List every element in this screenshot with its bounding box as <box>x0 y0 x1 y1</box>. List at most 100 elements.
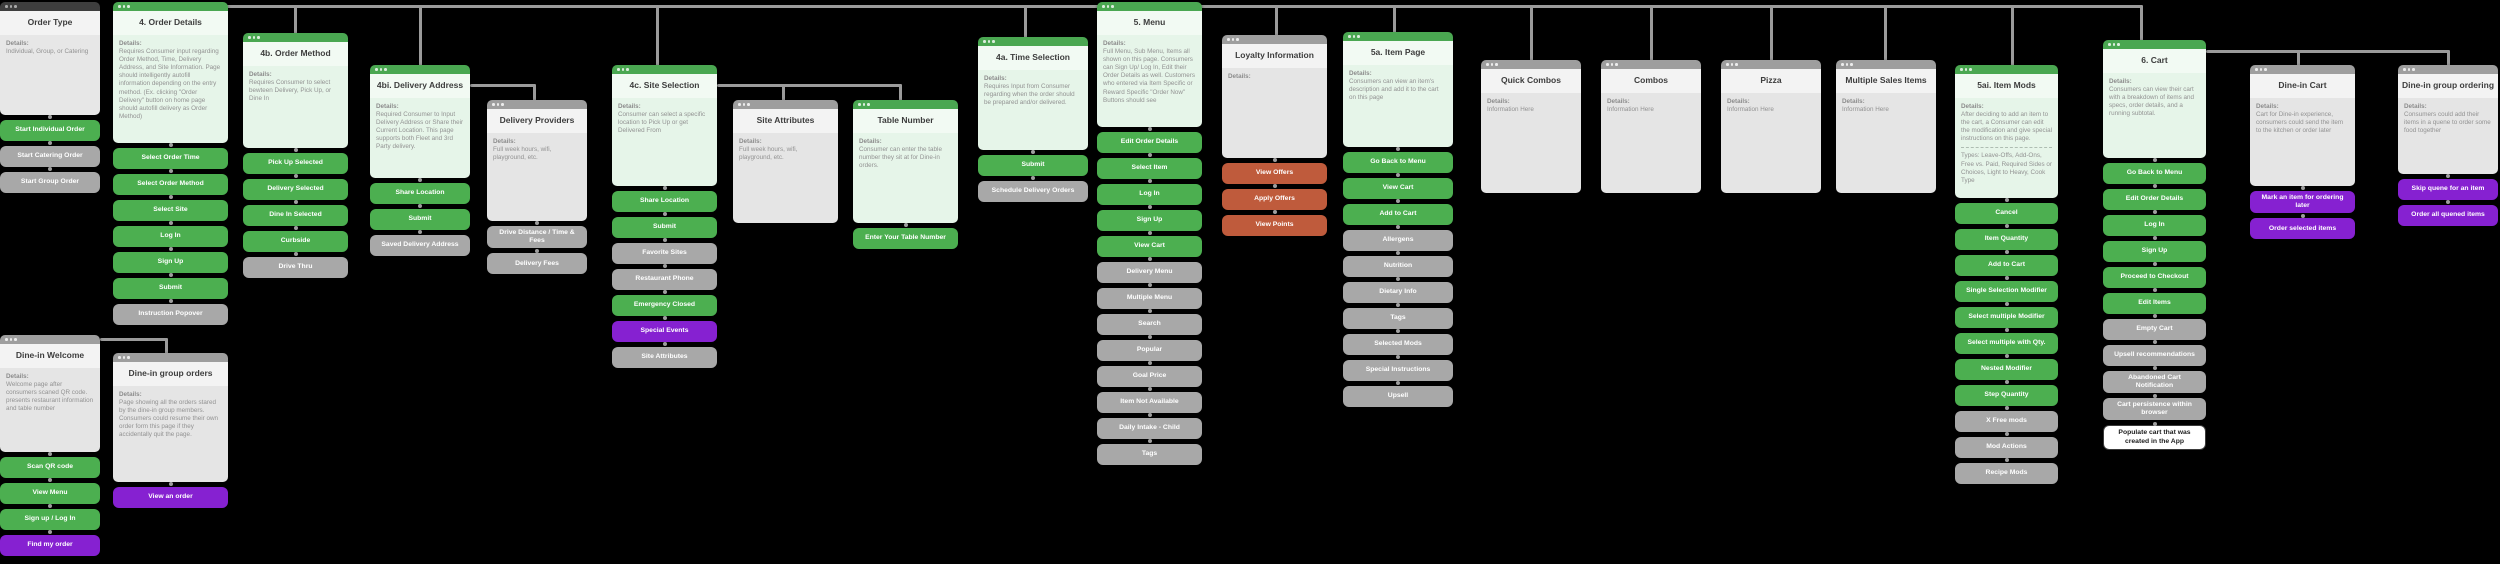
button-sign-up[interactable]: Sign Up <box>1097 209 1202 231</box>
button-popular[interactable]: Popular <box>1097 339 1202 361</box>
button-restaurant-phone[interactable]: Restaurant Phone <box>612 268 717 290</box>
button-search[interactable]: Search <box>1097 313 1202 335</box>
button-schedule-delivery-orders[interactable]: Schedule Delivery Orders <box>978 180 1088 202</box>
window-dot-icon <box>118 356 121 359</box>
button-emergency-closed[interactable]: Emergency Closed <box>612 294 717 316</box>
button-start-catering-order[interactable]: Start Catering Order <box>0 145 100 167</box>
button-edit-order-details[interactable]: Edit Order Details <box>1097 131 1202 153</box>
button-proceed-to-checkout[interactable]: Proceed to Checkout <box>2103 266 2206 288</box>
button-pick-up-selected[interactable]: Pick Up Selected <box>243 152 348 174</box>
button-select-order-method[interactable]: Select Order Method <box>113 173 228 195</box>
button-select-order-time[interactable]: Select Order Time <box>113 147 228 169</box>
button-drive-distance-time-fees[interactable]: Drive Distance / Time & Fees <box>487 225 587 249</box>
card-details: Details:Information Here <box>1601 92 1701 193</box>
button-single-selection-modifier[interactable]: Single Selection Modifier <box>1955 280 2058 302</box>
button-cancel[interactable]: Cancel <box>1955 202 2058 224</box>
button-recipe-mods[interactable]: Recipe Mods <box>1955 462 2058 484</box>
button-view-points[interactable]: View Points <box>1222 214 1327 236</box>
button-go-back-to-menu[interactable]: Go Back to Menu <box>1343 151 1453 173</box>
button-item-quantity[interactable]: Item Quantity <box>1955 228 2058 250</box>
button-delivery-selected[interactable]: Delivery Selected <box>243 178 348 200</box>
button-select-item[interactable]: Select Item <box>1097 157 1202 179</box>
button-sign-up[interactable]: Sign Up <box>2103 240 2206 262</box>
button-view-an-order[interactable]: View an order <box>113 486 228 508</box>
button-empty-cart[interactable]: Empty Cart <box>2103 318 2206 340</box>
card-details: Details:After deciding to add an item to… <box>1955 97 2058 198</box>
button-share-location[interactable]: Share Location <box>612 190 717 212</box>
button-cart-persistence-within-browser[interactable]: Cart persistence within browser <box>2103 398 2206 421</box>
button-sign-up[interactable]: Sign Up <box>113 251 228 273</box>
button-sign-up-log-in[interactable]: Sign up / Log In <box>0 508 100 530</box>
button-submit[interactable]: Submit <box>370 208 470 230</box>
details-label: Details: <box>6 372 29 380</box>
button-enter-your-table-number[interactable]: Enter Your Table Number <box>853 227 958 249</box>
button-order-all-quened-items[interactable]: Order all quened items <box>2398 204 2498 226</box>
button-daily-intake-child[interactable]: Daily Intake - Child <box>1097 417 1202 439</box>
button-log-in[interactable]: Log In <box>113 225 228 247</box>
button-select-site[interactable]: Select Site <box>113 199 228 221</box>
button-dine-in-selected[interactable]: Dine In Selected <box>243 204 348 226</box>
button-view-cart[interactable]: View Cart <box>1097 235 1202 257</box>
button-select-multiple-with-qty[interactable]: Select multiple with Qty. <box>1955 332 2058 354</box>
button-goal-price[interactable]: Goal Price <box>1097 365 1202 387</box>
button-log-in[interactable]: Log In <box>2103 214 2206 236</box>
button-special-events[interactable]: Special Events <box>612 320 717 342</box>
button-submit[interactable]: Submit <box>113 277 228 299</box>
button-view-cart[interactable]: View Cart <box>1343 177 1453 199</box>
button-favorite-sites[interactable]: Favorite Sites <box>612 242 717 264</box>
button-multiple-menu[interactable]: Multiple Menu <box>1097 287 1202 309</box>
button-start-individual-order[interactable]: Start Individual Order <box>0 119 100 141</box>
button-item-not-available[interactable]: Item Not Available <box>1097 391 1202 413</box>
button-instruction-popover[interactable]: Instruction Popover <box>113 303 228 325</box>
button-view-offers[interactable]: View Offers <box>1222 162 1327 184</box>
button-tags[interactable]: Tags <box>1343 307 1453 329</box>
button-share-location[interactable]: Share Location <box>370 182 470 204</box>
button-dietary-info[interactable]: Dietary Info <box>1343 281 1453 303</box>
button-nested-modifier[interactable]: Nested Modifier <box>1955 358 2058 380</box>
card-title: 5ai. Item Mods <box>1955 74 2058 98</box>
button-edit-order-details[interactable]: Edit Order Details <box>2103 188 2206 210</box>
button-abandoned-cart-notification[interactable]: Abandoned Cart Notification <box>2103 370 2206 394</box>
card-title: Delivery Providers <box>487 109 587 133</box>
button-allergens[interactable]: Allergens <box>1343 229 1453 251</box>
button-delivery-menu[interactable]: Delivery Menu <box>1097 261 1202 283</box>
button-submit[interactable]: Submit <box>978 154 1088 176</box>
button-find-my-order[interactable]: Find my order <box>0 534 100 556</box>
button-submit[interactable]: Submit <box>612 216 717 238</box>
card-details: Details:Page showing all the orders star… <box>113 385 228 482</box>
button-tags[interactable]: Tags <box>1097 443 1202 465</box>
button-saved-delivery-address[interactable]: Saved Delivery Address <box>370 234 470 256</box>
button-populate-cart-that-was-created-in-the-app[interactable]: Populate cart that was created in the Ap… <box>2103 425 2206 450</box>
button-skip-quene-for-an-item[interactable]: Skip quene for an item <box>2398 178 2498 200</box>
button-site-attributes[interactable]: Site Attributes <box>612 346 717 368</box>
button-edit-items[interactable]: Edit Items <box>2103 292 2206 314</box>
details-divider <box>1961 147 2052 149</box>
button-scan-qr-code[interactable]: Scan QR code <box>0 456 100 478</box>
button-curbside[interactable]: Curbside <box>243 230 348 252</box>
button-upsell[interactable]: Upsell <box>1343 385 1453 407</box>
button-select-multiple-modifier[interactable]: Select multiple Modifier <box>1955 306 2058 328</box>
button-view-menu[interactable]: View Menu <box>0 482 100 504</box>
button-delivery-fees[interactable]: Delivery Fees <box>487 253 587 275</box>
button-special-instructions[interactable]: Special Instructions <box>1343 359 1453 381</box>
button-mod-actions[interactable]: Mod Actions <box>1955 436 2058 458</box>
button-mark-an-item-for-ordering-later[interactable]: Mark an item for ordering later <box>2250 190 2355 214</box>
button-nutrition[interactable]: Nutrition <box>1343 255 1453 277</box>
card-title: Dine-in group ordering <box>2398 74 2498 98</box>
button-step-quantity[interactable]: Step Quantity <box>1955 384 2058 406</box>
button-upsell-recommendations[interactable]: Upsell recommendations <box>2103 344 2206 366</box>
button-go-back-to-menu[interactable]: Go Back to Menu <box>2103 162 2206 184</box>
button-selected-mods[interactable]: Selected Mods <box>1343 333 1453 355</box>
details-text: Full week hours, wifi, playground, etc. <box>493 145 552 161</box>
button-add-to-cart[interactable]: Add to Cart <box>1955 254 2058 276</box>
button-x-free-mods[interactable]: X Free mods <box>1955 410 2058 432</box>
button-add-to-cart[interactable]: Add to Cart <box>1343 203 1453 225</box>
button-apply-offers[interactable]: Apply Offers <box>1222 188 1327 210</box>
button-order-selected-items[interactable]: Order selected items <box>2250 218 2355 240</box>
button-log-in[interactable]: Log In <box>1097 183 1202 205</box>
button-drive-thru[interactable]: Drive Thru <box>243 256 348 278</box>
button-start-group-order[interactable]: Start Group Order <box>0 171 100 193</box>
